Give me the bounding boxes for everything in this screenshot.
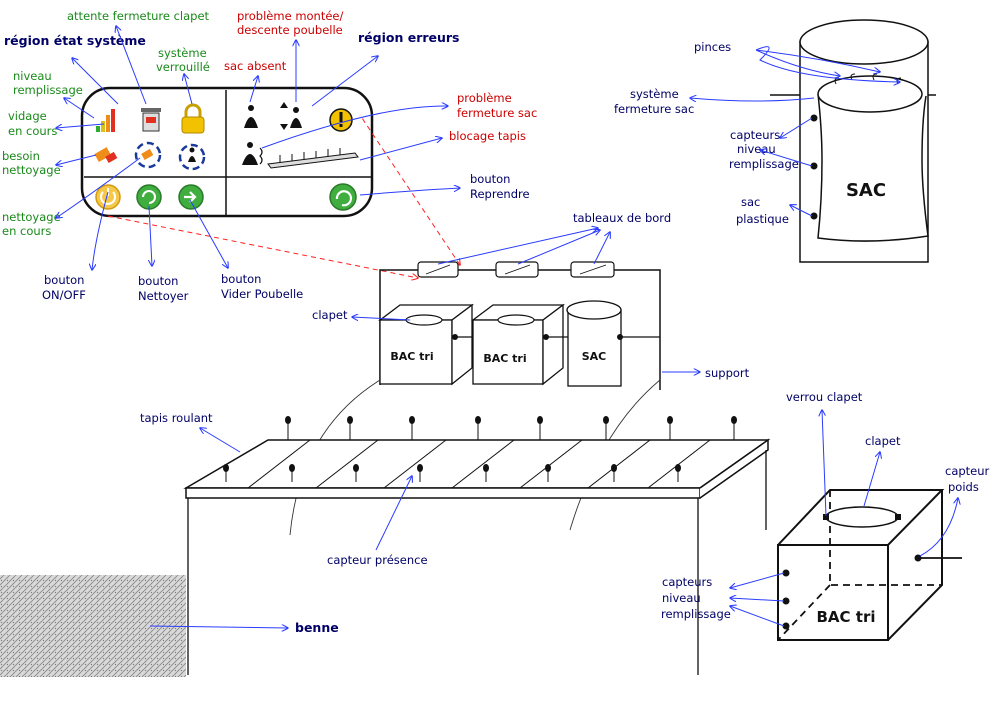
weight-sensor-label-1: capteur: [945, 464, 990, 478]
locked-label-1: système: [158, 46, 207, 60]
onoff-button[interactable]: [95, 184, 121, 210]
resume-label-1: bouton: [470, 172, 510, 186]
cleaning-needed-icon: [94, 147, 118, 163]
bag-close-problem-label-1: problème: [457, 91, 512, 105]
dashboards-label: tableaux de bord: [573, 211, 671, 225]
clamps-label: pinces: [694, 40, 731, 54]
region-state-label: région état système: [4, 33, 146, 48]
machine-bag: SAC: [566, 300, 622, 387]
bin-updown-label-1: problème montée/: [237, 9, 344, 23]
clean-button[interactable]: [136, 184, 162, 210]
panel-arrows: [56, 26, 460, 270]
valve-arrow: [352, 317, 411, 320]
bac-arrows: [730, 410, 958, 627]
plastic-bag-label-1: sac: [741, 195, 760, 209]
closing-system-label-2: fermeture sac: [614, 102, 694, 116]
control-panel: [80, 86, 374, 218]
locked-label-2: verrouillé: [156, 60, 210, 74]
machine-bin-2-label: BAC tri: [483, 352, 526, 365]
bac-detail: BAC tri: [777, 489, 962, 641]
cleaning-progress-icon: [134, 141, 162, 169]
clean-button-label-1: bouton: [138, 274, 178, 288]
machine-bin-1-label: BAC tri: [390, 350, 433, 363]
cleaning-running-label-1: nettoyage: [2, 210, 61, 224]
dump-arrow: [149, 626, 288, 628]
padlock-icon: [181, 103, 205, 134]
fill-level-label-2: remplissage: [13, 83, 83, 97]
emptying-label-1: vidage: [8, 109, 47, 123]
emptying-progress-icon: [178, 143, 206, 171]
sac-diagram: SAC: [770, 19, 936, 263]
resume-label-2: Reprendre: [470, 187, 530, 201]
dump-label: benne: [295, 620, 339, 635]
panel-to-dashboard-links: [107, 114, 460, 278]
support-label: support: [705, 366, 750, 380]
empty-button[interactable]: [178, 184, 204, 210]
waiting-valve-label: attente fermeture clapet: [67, 9, 210, 23]
bag-close-problem-icon: [242, 142, 263, 165]
sac-title: SAC: [846, 180, 886, 201]
empty-button-icon: [184, 191, 197, 203]
region-errors-label: région erreurs: [358, 30, 460, 45]
sac-sensors-label-2: niveau: [737, 142, 776, 156]
resume-button[interactable]: [329, 183, 357, 211]
clean-button-label-2: Nettoyer: [138, 289, 189, 303]
machine-bin-2: BAC tri: [471, 303, 565, 386]
machine-valve-label: clapet: [312, 308, 348, 322]
waiting-bin-icon: [141, 108, 161, 132]
level-bars-icon: [96, 109, 115, 132]
cleaning-running-label-2: en cours: [2, 224, 51, 238]
empty-button-label-1: bouton: [221, 272, 261, 286]
closing-system-label-1: système: [630, 87, 679, 101]
dashboard-screens: [417, 261, 615, 278]
sac-sensors-label-1: capteurs: [730, 128, 780, 142]
cleaning-needed-label-2: nettoyage: [2, 163, 61, 177]
clean-button-icon: [142, 190, 156, 204]
onoff-label-2: ON/OFF: [42, 288, 86, 302]
valve-lock-label: verrou clapet: [786, 390, 863, 404]
presence-sensor-label: capteur présence: [327, 553, 428, 567]
bac-valve-label: clapet: [865, 434, 901, 448]
bac-sensors-label-2: niveau: [662, 591, 701, 605]
bac-sensors-label-3: remplissage: [661, 607, 731, 621]
weight-sensor-label-2: poids: [948, 480, 979, 494]
presence-arrow: [375, 476, 412, 551]
machine-bin-1: BAC tri: [378, 303, 474, 386]
bag-absent-icon: [244, 105, 258, 128]
dashboard-arrows: [437, 228, 610, 265]
onoff-label-1: bouton: [44, 273, 84, 287]
conveyor-label: tapis roulant: [140, 411, 213, 425]
warning-icon: [329, 108, 353, 132]
conveyor-arrow: [200, 428, 241, 453]
machine-bag-label: SAC: [582, 350, 607, 363]
resume-icon: [335, 190, 353, 207]
emptying-label-2: en cours: [8, 124, 57, 138]
presence-sensors: [223, 416, 737, 472]
bin-updown-icon: [280, 102, 302, 130]
sac-sensors-label-3: remplissage: [729, 157, 799, 171]
bag-absent-label: sac absent: [224, 59, 287, 73]
conveyor-block-icon: [267, 148, 359, 169]
bac-sensors-label-1: capteurs: [662, 575, 712, 589]
belt-block-label: blocage tapis: [449, 129, 526, 143]
bac-detail-title: BAC tri: [817, 608, 876, 626]
sac-arrows: [690, 46, 900, 217]
fill-level-label-1: niveau: [13, 69, 52, 83]
empty-button-label-2: Vider Poubelle: [221, 287, 303, 301]
conveyor-belt: [183, 416, 771, 675]
bin-updown-label-2: descente poubelle: [237, 23, 343, 37]
cleaning-needed-label-1: besoin: [2, 149, 40, 163]
bag-close-problem-label-2: fermeture sac: [457, 106, 537, 120]
plastic-bag-label-2: plastique: [736, 212, 789, 226]
